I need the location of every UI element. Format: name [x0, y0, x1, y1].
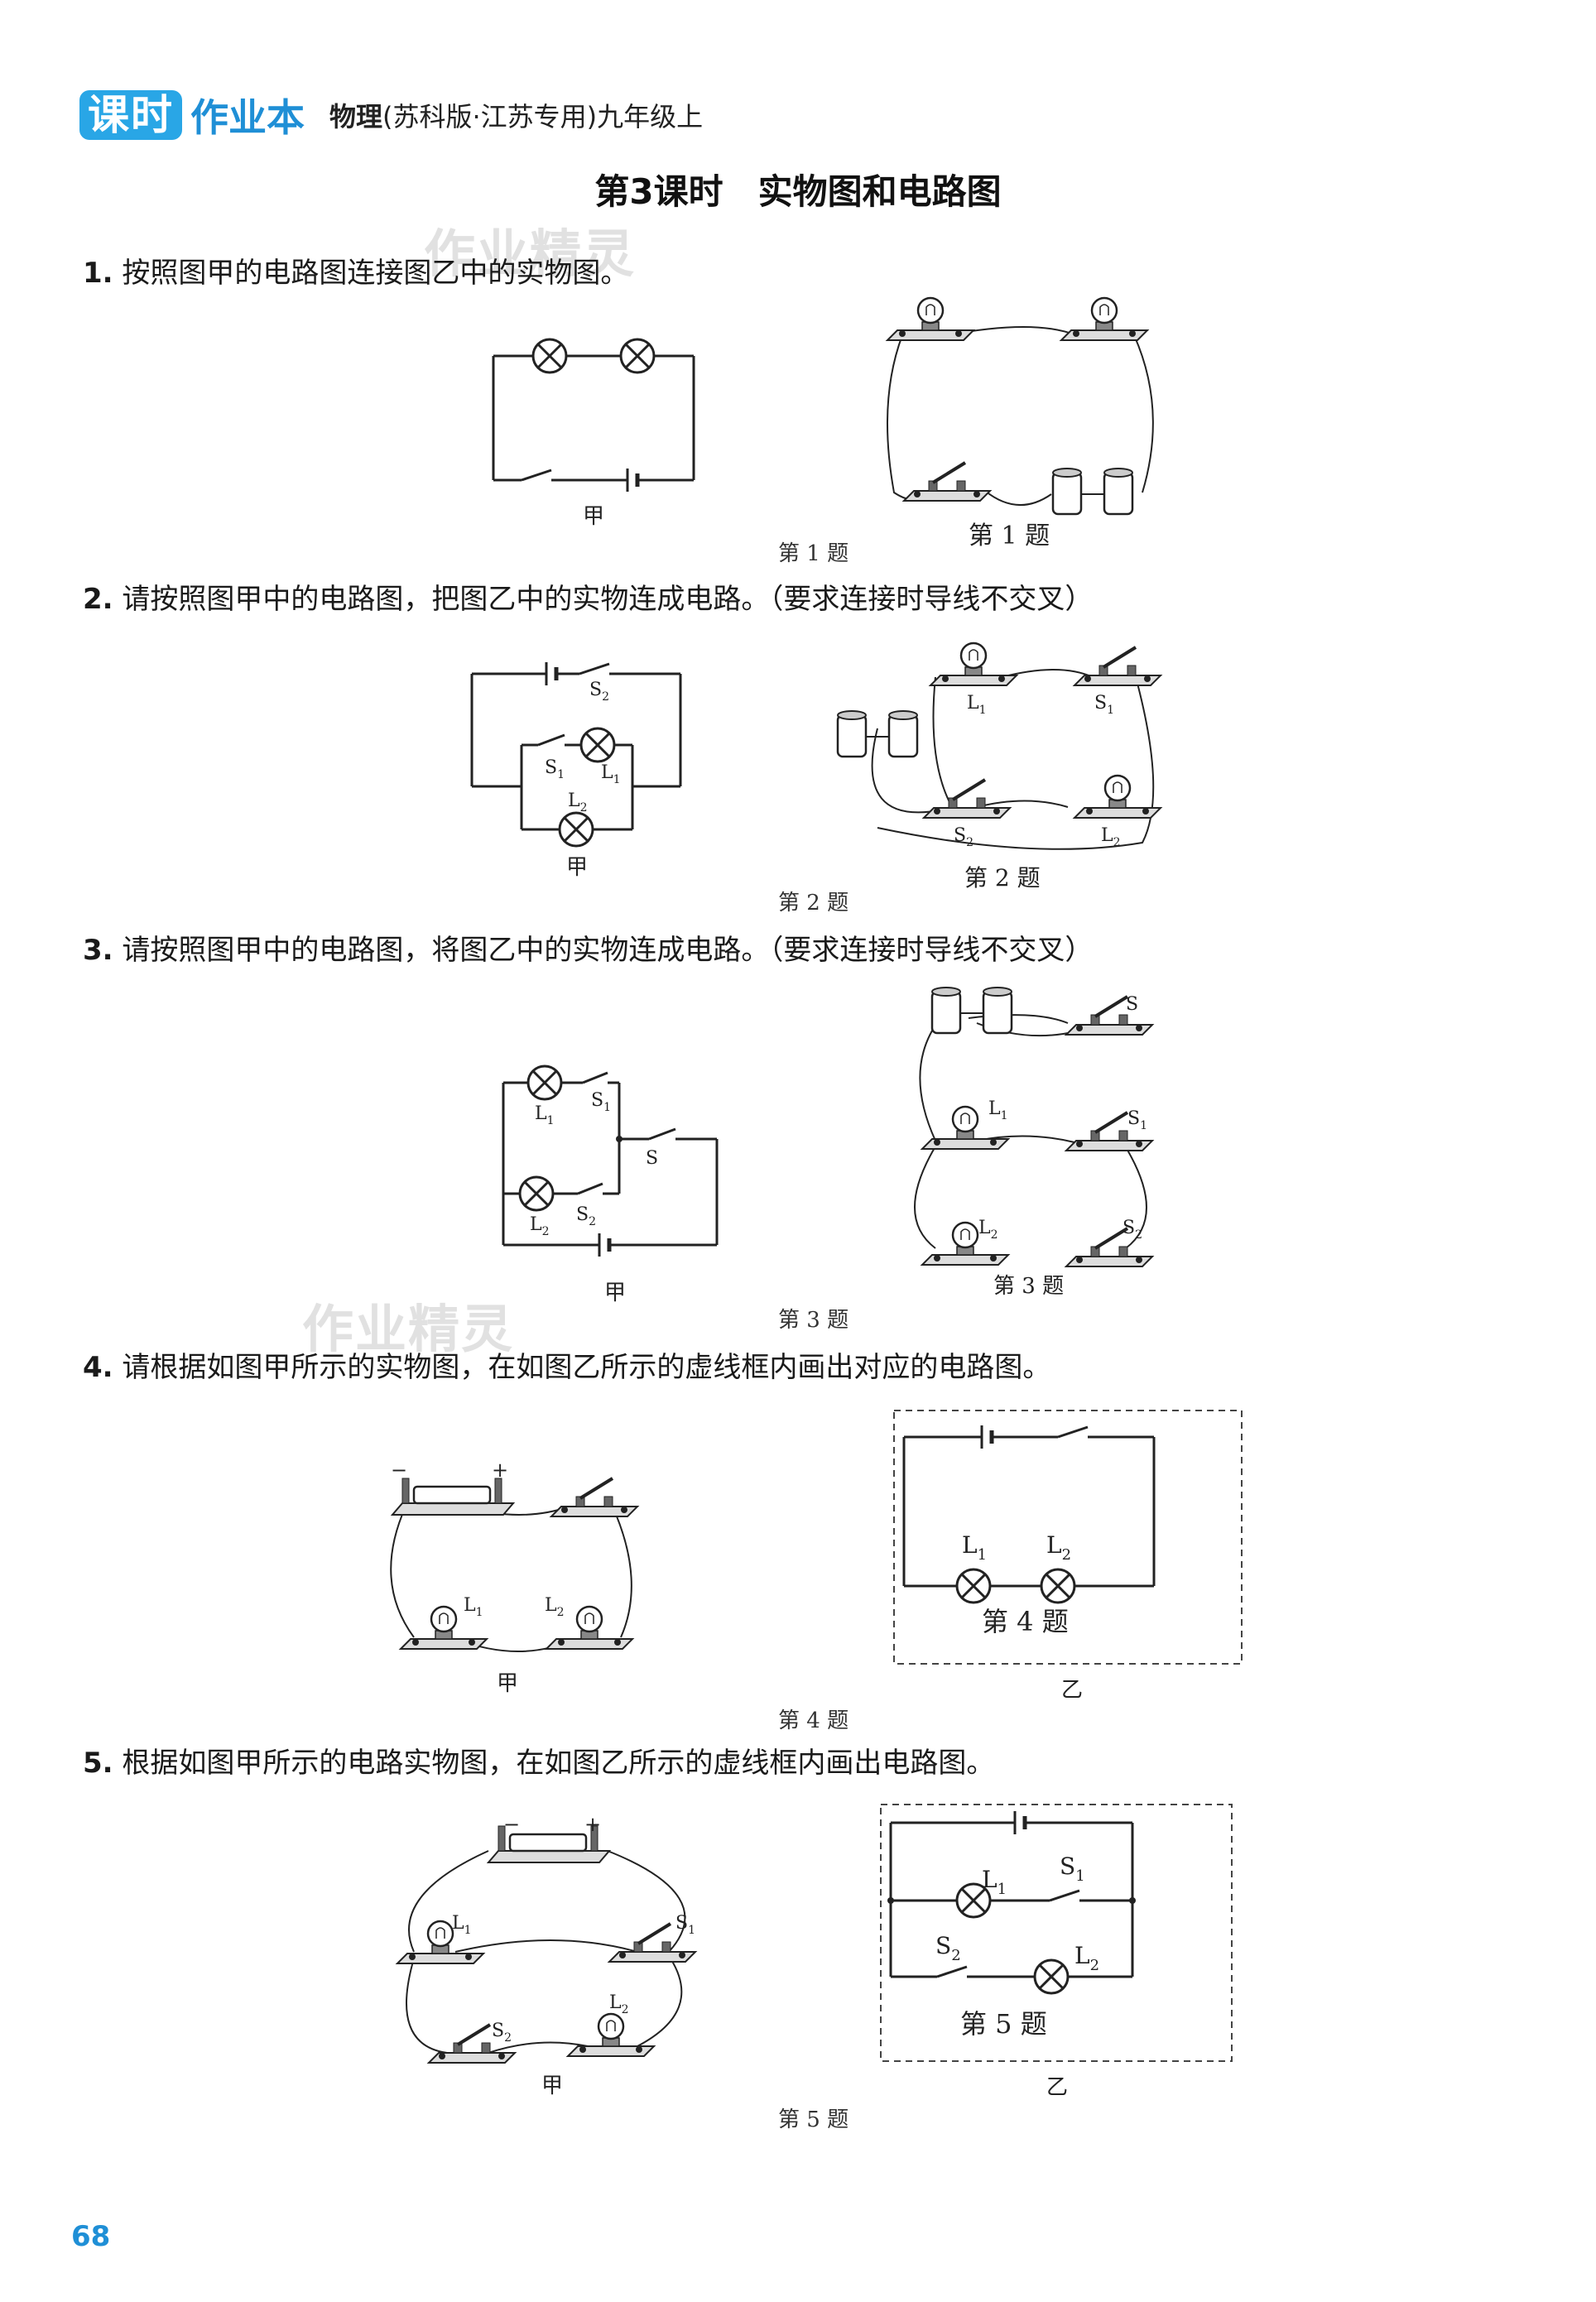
q2-obj-label-l2: L2 [1101, 825, 1121, 849]
q4-plus-sign: + [492, 1459, 508, 1482]
q5-obj-label-l2: L2 [609, 1992, 629, 2016]
q5-physical-drawing: − + L1 S1 S2 L2 甲 [396, 1813, 697, 2098]
q2-physical-drawing: L1 S1 S2 L2 第 2 题 [836, 642, 1162, 891]
q5-inner-caption: 第 5 题 [960, 2008, 1047, 2040]
q3-circuit-diagram: L1 S1 S L2 S2 甲 [502, 1064, 719, 1305]
question-3: 3. 请按照图甲中的电路图，将图乙中的实物连成电路。（要求连接时导线不交叉） [83, 932, 1093, 968]
brand-name: 作业本 [190, 95, 305, 140]
question-text: 请按照图甲中的电路图，把图乙中的实物连成电路。（要求连接时导线不交叉） [122, 583, 1094, 616]
q5-answer-label-l1: L1 [982, 1866, 1007, 1898]
q1-caption: 第 1 题 [778, 541, 849, 566]
q5-label-yi: 乙 [1046, 2075, 1068, 2100]
q4-caption: 第 4 题 [778, 1708, 849, 1733]
q4-obj-label-l1: L1 [464, 1595, 483, 1619]
q4-inner-caption: 第 4 题 [982, 1606, 1069, 1637]
watermark-top: 作业精灵 [424, 223, 637, 284]
book-edition: (苏科版·江苏专用)九年级上 [382, 101, 704, 132]
q5-label-jia: 甲 [541, 2074, 563, 2098]
q5-obj-label-s1: S1 [675, 1913, 695, 1937]
page-title: 第3课时 实物图和电路图 [594, 171, 1002, 212]
q2-circuit-diagram: S2 S1 L1 L2 甲 [470, 662, 682, 880]
q3-physical-drawing: S L1 S1 L2 S2 第 3 题 [914, 986, 1154, 1299]
question-5: 5. 根据如图甲所示的电路实物图，在如图乙所示的虚线框内画出电路图。 [83, 1745, 994, 1781]
q5-answer-label-s2: S2 [935, 1932, 961, 1964]
brand-logo: 课时 [79, 90, 182, 140]
q5-minus-sign: − [503, 1813, 520, 1836]
watermark-middle: 作业精灵 [302, 1299, 515, 1359]
q4-label-jia: 甲 [497, 1671, 518, 1696]
q1-circuit-diagram: 甲 [492, 338, 695, 529]
book-subtitle: 物理(苏科版·江苏专用)九年级上 [329, 96, 703, 134]
q2-obj-label-s1: S1 [1094, 693, 1114, 717]
question-1: 1. 按照图甲的电路图连接图乙中的实物图。 [83, 255, 628, 291]
question-number: 1. [83, 257, 113, 290]
page-number: 68 [71, 2220, 111, 2253]
subject-name: 物理 [329, 101, 383, 132]
q1-inner-caption: 第 1 题 [969, 521, 1050, 550]
question-text: 根据如图甲所示的电路实物图，在如图乙所示的虚线框内画出电路图。 [122, 1747, 995, 1780]
q1-label-jia: 甲 [583, 504, 604, 529]
q2-label-jia: 甲 [566, 855, 588, 880]
q3-obj-label-l2: L2 [978, 1218, 998, 1242]
q3-label-l1: L1 [535, 1103, 555, 1127]
question-text: 请按照图甲中的电路图，将图乙中的实物连成电路。（要求连接时导线不交叉） [122, 934, 1094, 967]
question-text: 请根据如图甲所示的实物图，在如图乙所示的虚线框内画出对应的电路图。 [122, 1351, 1051, 1384]
q3-obj-label-s1: S1 [1127, 1108, 1147, 1132]
question-number: 2. [83, 583, 113, 616]
q3-label-s2: S2 [576, 1204, 596, 1228]
q2-label-l1: L1 [601, 762, 621, 786]
q5-plus-sign: + [584, 1813, 601, 1836]
q4-minus-sign: − [391, 1459, 407, 1482]
q3-obj-label-s2: S2 [1122, 1218, 1142, 1242]
q5-obj-label-s2: S2 [492, 2021, 512, 2045]
q3-obj-label-l1: L1 [988, 1098, 1008, 1122]
question-number: 4. [83, 1351, 113, 1384]
question-number: 5. [83, 1747, 113, 1780]
q5-obj-label-l1: L1 [452, 1913, 472, 1937]
q3-label-jia: 甲 [604, 1281, 626, 1305]
question-2: 2. 请按照图甲中的电路图，把图乙中的实物连成电路。（要求连接时导线不交叉） [83, 581, 1093, 618]
q2-obj-label-l1: L1 [967, 693, 987, 717]
q5-answer-label-s1: S1 [1060, 1853, 1085, 1885]
q5-answer-box: L1 S1 S2 L2 第 5 题 乙 [880, 1804, 1233, 2100]
question-text: 按照图甲的电路图连接图乙中的实物图。 [122, 257, 629, 290]
q5-answer-label-l2: L2 [1074, 1942, 1099, 1974]
q3-label-s: S [646, 1148, 658, 1169]
q4-label-yi: 乙 [1061, 1678, 1083, 1703]
q2-caption: 第 2 题 [778, 891, 849, 916]
q2-label-s2: S2 [589, 680, 609, 704]
q3-label-s1: S1 [591, 1090, 611, 1114]
q4-obj-label-l2: L2 [545, 1595, 565, 1619]
q4-physical-drawing: − + L1 L2 甲 [390, 1459, 639, 1696]
q1-physical-drawing: 第 1 题 [886, 296, 1154, 550]
q4-answer-label-l1: L1 [962, 1531, 987, 1564]
q3-label-l2: L2 [530, 1214, 550, 1238]
q2-inner-caption: 第 2 题 [964, 864, 1041, 891]
question-number: 3. [83, 934, 113, 967]
q2-label-s1: S1 [545, 757, 565, 781]
q4-answer-label-l2: L2 [1046, 1531, 1071, 1564]
question-4: 4. 请根据如图甲所示的实物图，在如图乙所示的虚线框内画出对应的电路图。 [83, 1349, 1050, 1386]
q3-obj-label-s: S [1126, 994, 1138, 1015]
header-brand: 课时 作业本 物理(苏科版·江苏专用)九年级上 [79, 89, 703, 141]
q3-inner-caption: 第 3 题 [993, 1274, 1064, 1299]
q2-label-l2: L2 [568, 791, 588, 815]
q3-caption: 第 3 题 [778, 1308, 849, 1333]
q4-answer-box: L1 L2 第 4 题 乙 [893, 1410, 1243, 1703]
q5-caption: 第 5 题 [778, 2107, 849, 2132]
q2-obj-label-s2: S2 [954, 825, 973, 849]
